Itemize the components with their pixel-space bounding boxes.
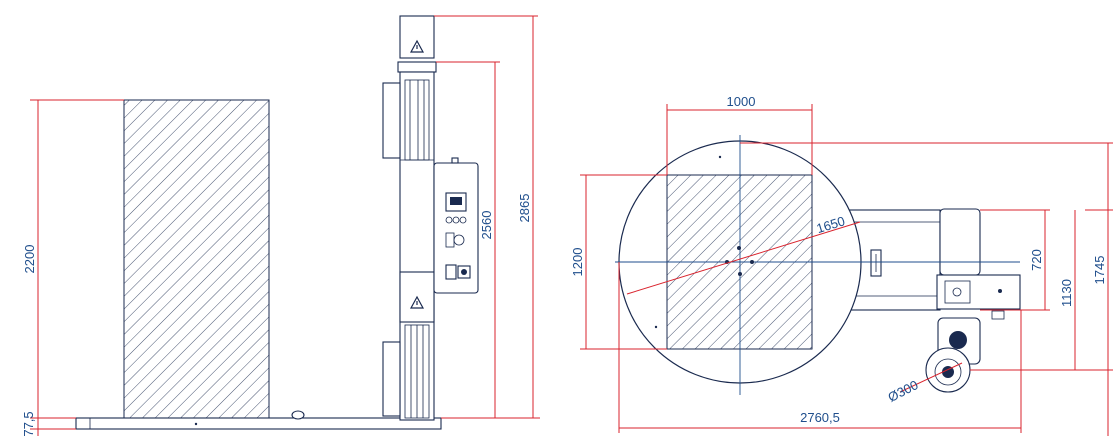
warning-triangle-icon: [409, 295, 425, 309]
side-base-knob: [291, 410, 305, 420]
side-view: 2200 77,5 2560 2865: [21, 15, 540, 436]
top-dimension-lines: [580, 104, 1113, 436]
overall-height-label: 2865: [517, 194, 532, 223]
top-arm: [832, 208, 1021, 365]
side-base: [75, 417, 442, 430]
warning-triangle-icon: [409, 39, 425, 53]
side-control-box: [433, 157, 479, 294]
side-load: [123, 99, 270, 419]
load-height-label: 2200: [22, 245, 37, 274]
arm-width-label: 720: [1029, 249, 1044, 271]
side-mast: [382, 15, 437, 421]
overall-length-label: 2760,5: [800, 410, 840, 425]
top-view: 1000 1200 1650 720 1130 1745 Ø300 2760,5: [570, 94, 1113, 436]
load-width-label: 1000: [727, 94, 756, 109]
top-control-unit: [936, 274, 1021, 310]
depth-1130-label: 1130: [1059, 279, 1074, 307]
mast-height-label: 2560: [479, 211, 494, 240]
side-dimension-lines: [30, 15, 540, 436]
load-depth-label: 1200: [570, 248, 585, 277]
overall-depth-label: 1745: [1092, 256, 1107, 285]
wheel-diameter-label: Ø300: [885, 377, 920, 405]
base-height-label: 77,5: [21, 411, 36, 436]
